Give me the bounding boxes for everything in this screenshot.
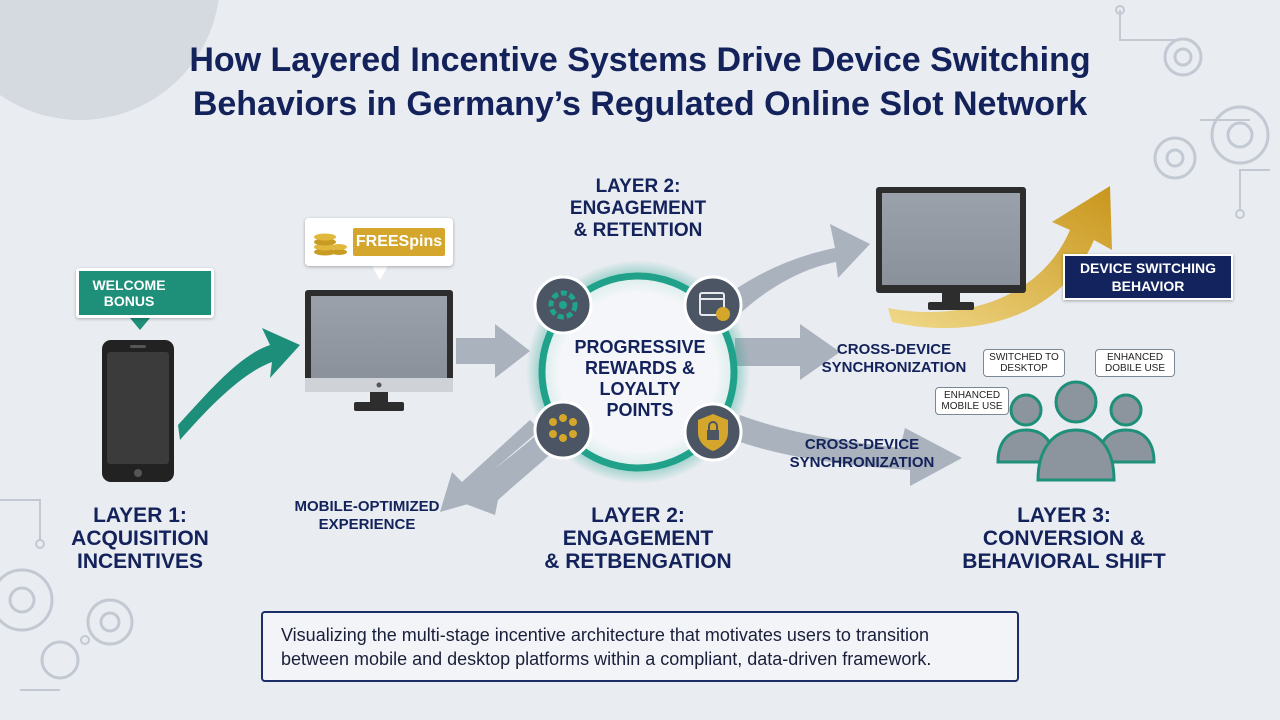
gear-icon-left bbox=[0, 568, 134, 680]
sync-bottom-line-1: CROSS-DEVICE bbox=[804, 436, 920, 453]
gear-icon bbox=[1153, 37, 1270, 180]
caption-line-2: between mobile and desktop platforms wit… bbox=[281, 649, 932, 669]
welcome-bonus-line-2: BONUS bbox=[103, 293, 155, 309]
bubble-switched-line-2: DESKTOP bbox=[1000, 363, 1048, 374]
welcome-bonus-badge: WELCOME BONUS bbox=[76, 268, 214, 318]
bubble-dobile-line-2: DOBILE USE bbox=[1104, 363, 1166, 374]
layer2-bottom-line-1: LAYER 2: bbox=[591, 504, 685, 527]
welcome-bonus-line-1: WELCOME bbox=[92, 277, 166, 293]
layer2-bottom-line-3: & RETBENGATION bbox=[544, 550, 732, 573]
bubble-mobile-line-2: MOBILE USE bbox=[941, 401, 1003, 412]
layer2-top-label: LAYER 2: ENGAGEMENT & RETENTION bbox=[548, 176, 728, 242]
layer3-line-2: CONVERSION & bbox=[982, 527, 1146, 550]
gray-arrow-sync-2 bbox=[735, 415, 962, 486]
ring-line-3: LOYALTY bbox=[599, 379, 681, 399]
teal-arrow bbox=[178, 328, 300, 440]
welcome-bonus-label: WELCOME BONUS bbox=[85, 277, 173, 309]
bubble-enhanced-dobile: ENHANCED DOBILE USE bbox=[1095, 349, 1175, 377]
users-group-icon bbox=[996, 380, 1156, 482]
sync-bottom-line-2: SYNCHRONIZATION bbox=[789, 454, 935, 471]
caption-line-1: Visualizing the multi-stage incentive ar… bbox=[281, 625, 929, 645]
sync-top-line-1: CROSS-DEVICE bbox=[836, 341, 952, 358]
free-spins-tag: FREESpins bbox=[353, 228, 445, 256]
layer1-line-2: ACQUISITION bbox=[71, 527, 209, 550]
layer2-bottom-label: LAYER 2: ENGAGEMENT & RETBENGATION bbox=[528, 504, 748, 573]
bubble-enhanced-mobile: ENHANCED MOBILE USE bbox=[935, 387, 1009, 415]
ring-line-2: REWARDS & bbox=[584, 358, 695, 378]
gray-arrow-to-desktop bbox=[720, 224, 870, 318]
device-switching-line-2: BEHAVIOR bbox=[1111, 278, 1185, 294]
gray-arrow-sync-1 bbox=[735, 324, 840, 380]
coins-stack-icon bbox=[314, 233, 347, 256]
desktop-monitor-icon bbox=[305, 290, 453, 411]
sync-label-top: CROSS-DEVICE SYNCHRONIZATION bbox=[814, 341, 974, 377]
mobile-optimized-line-2: EXPERIENCE bbox=[318, 516, 416, 533]
bubble-switched-line-1: SWITCHED TO bbox=[989, 352, 1059, 363]
circuit-decor-right bbox=[1115, 5, 1270, 219]
layer2-bottom-line-2: ENGAGEMENT bbox=[562, 527, 714, 550]
title-line-1: How Layered Incentive Systems Drive Devi… bbox=[189, 41, 1091, 79]
layer1-line-3: INCENTIVES bbox=[76, 550, 204, 573]
stars-node-icon bbox=[533, 400, 593, 460]
bubble-mobile-line-1: ENHANCED bbox=[943, 390, 1001, 401]
welcome-badge-pointer bbox=[130, 318, 150, 330]
bubble-switched-desktop: SWITCHED TO DESKTOP bbox=[983, 349, 1065, 377]
sync-label-bottom: CROSS-DEVICE SYNCHRONIZATION bbox=[782, 436, 942, 472]
caption-box: Visualizing the multi-stage incentive ar… bbox=[261, 611, 1019, 682]
layer3-label: LAYER 3: CONVERSION & BEHAVIORAL SHIFT bbox=[954, 504, 1174, 573]
device-switching-badge: DEVICE SWITCHING BEHAVIOR bbox=[1063, 254, 1233, 300]
device-switching-line-1: DEVICE SWITCHING bbox=[1079, 260, 1217, 276]
bubble-dobile-line-1: ENHANCED bbox=[1106, 352, 1164, 363]
layer3-line-3: BEHAVIORAL SHIFT bbox=[962, 550, 1166, 573]
decor-circle bbox=[0, 0, 219, 120]
title-line-2: Behaviors in Germany’s Regulated Online … bbox=[192, 85, 1088, 123]
layer1-label: LAYER 1: ACQUISITION INCENTIVES bbox=[50, 504, 230, 573]
ring-line-1: PROGRESSIVE bbox=[574, 337, 706, 357]
gear-node-icon bbox=[533, 275, 593, 335]
circuit-decor-left bbox=[0, 499, 90, 691]
gold-arrow bbox=[888, 186, 1112, 329]
mobile-optimized-line-1: MOBILE-OPTIMIZED bbox=[294, 498, 440, 515]
free-spins-pointer bbox=[372, 266, 388, 280]
layer1-line-1: LAYER 1: bbox=[93, 504, 187, 527]
layer2-top-line-1: LAYER 2: bbox=[595, 176, 681, 197]
page-title: How Layered Incentive Systems Drive Devi… bbox=[0, 38, 1280, 126]
desktop-monitor-top-icon bbox=[876, 187, 1026, 310]
gray-arrow bbox=[456, 324, 530, 378]
mobile-optimized-label: MOBILE-OPTIMIZED EXPERIENCE bbox=[282, 498, 452, 534]
smartphone-icon bbox=[102, 340, 174, 482]
free-spins-badge: FREESpins bbox=[305, 218, 453, 266]
shield-lock-node-icon bbox=[683, 402, 743, 462]
calendar-node-icon bbox=[683, 275, 743, 335]
gray-arrow-mobile-body bbox=[455, 425, 560, 515]
gray-arrow-mobile bbox=[440, 420, 540, 512]
free-spins-label: FREESpins bbox=[355, 233, 443, 250]
ring-line-4: POINTS bbox=[606, 400, 674, 420]
sync-top-line-2: SYNCHRONIZATION bbox=[821, 359, 967, 376]
ring-center-label: PROGRESSIVE REWARDS & LOYALTY POINTS bbox=[560, 337, 720, 421]
layer3-line-1: LAYER 3: bbox=[1017, 504, 1111, 527]
device-switching-label: DEVICE SWITCHING BEHAVIOR bbox=[1065, 256, 1231, 295]
layer2-top-line-3: & RETENTION bbox=[573, 220, 703, 241]
layer2-top-line-2: ENGAGEMENT bbox=[569, 198, 707, 219]
